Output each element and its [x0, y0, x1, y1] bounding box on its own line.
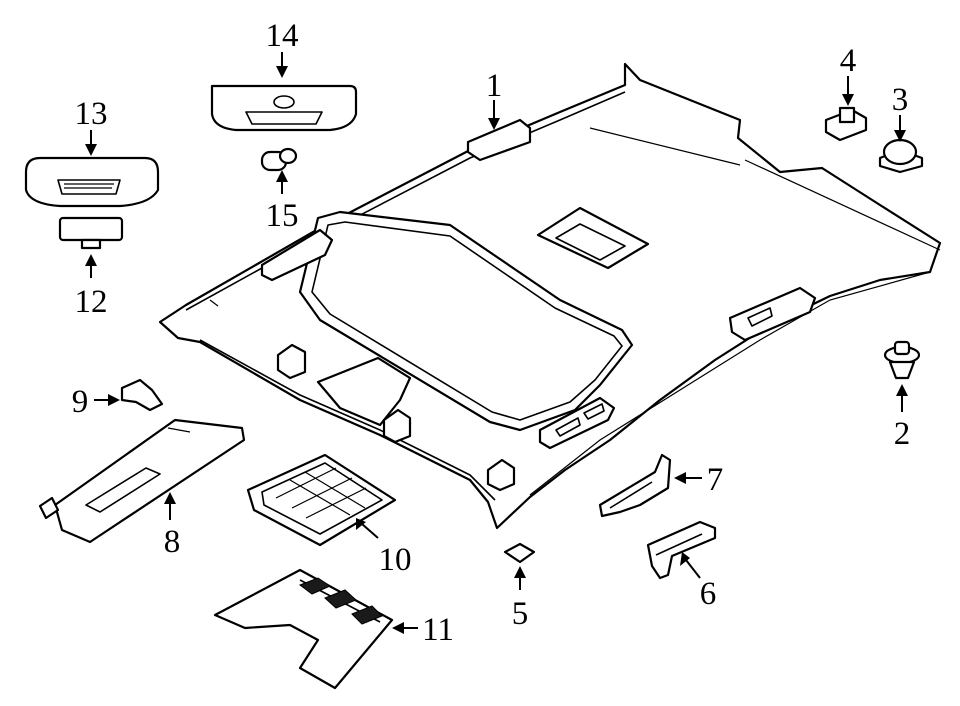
callout-13: 13	[75, 96, 108, 132]
dome-lamp-part	[24, 156, 160, 208]
arrow-9	[94, 394, 120, 406]
overhead-console-part	[213, 568, 394, 690]
arrow-10	[356, 518, 379, 539]
sun-visor-part	[38, 418, 246, 544]
arrow-15	[276, 170, 288, 194]
handle-part	[646, 520, 717, 580]
callout-4: 4	[840, 43, 857, 79]
arrow-2	[896, 384, 908, 412]
clip-part	[824, 106, 868, 142]
callout-12: 12	[75, 284, 108, 320]
arrow-4	[842, 76, 854, 106]
arrow-3	[894, 115, 906, 142]
arrow-8	[164, 492, 176, 520]
lamp-module-part	[58, 216, 124, 250]
visor-clip-part	[120, 378, 164, 412]
headliner-part	[158, 62, 942, 530]
arrow-5	[514, 566, 526, 590]
leader-arrows	[85, 52, 908, 634]
callout-6: 6	[700, 576, 717, 612]
map-lamp-part	[210, 84, 358, 132]
arrow-6	[680, 552, 701, 579]
bracket-part	[598, 453, 672, 518]
arrow-12	[85, 254, 97, 278]
bumper-part	[878, 138, 924, 174]
callout-labels: 1 2 3 4 5 6 7 8 9 10 11 12 13 14 15	[72, 18, 911, 648]
square-clip-part	[503, 542, 536, 564]
callout-15: 15	[266, 198, 299, 234]
callout-5: 5	[512, 596, 529, 632]
arrow-14	[276, 52, 288, 78]
callout-10: 10	[379, 542, 412, 578]
callout-11: 11	[422, 612, 454, 648]
bulb-part	[260, 147, 298, 172]
callout-3: 3	[892, 82, 909, 118]
arrow-13	[85, 130, 97, 156]
arrow-7	[674, 472, 702, 484]
callout-1: 1	[486, 68, 503, 104]
callout-8: 8	[164, 524, 181, 560]
callout-14: 14	[266, 18, 299, 54]
callout-2: 2	[894, 416, 911, 452]
callout-7: 7	[707, 462, 724, 498]
console-frame-part	[246, 453, 397, 547]
arrow-11	[392, 622, 418, 634]
arrow-1	[488, 100, 500, 130]
push-pin-part	[883, 340, 921, 380]
callout-9: 9	[72, 384, 89, 420]
